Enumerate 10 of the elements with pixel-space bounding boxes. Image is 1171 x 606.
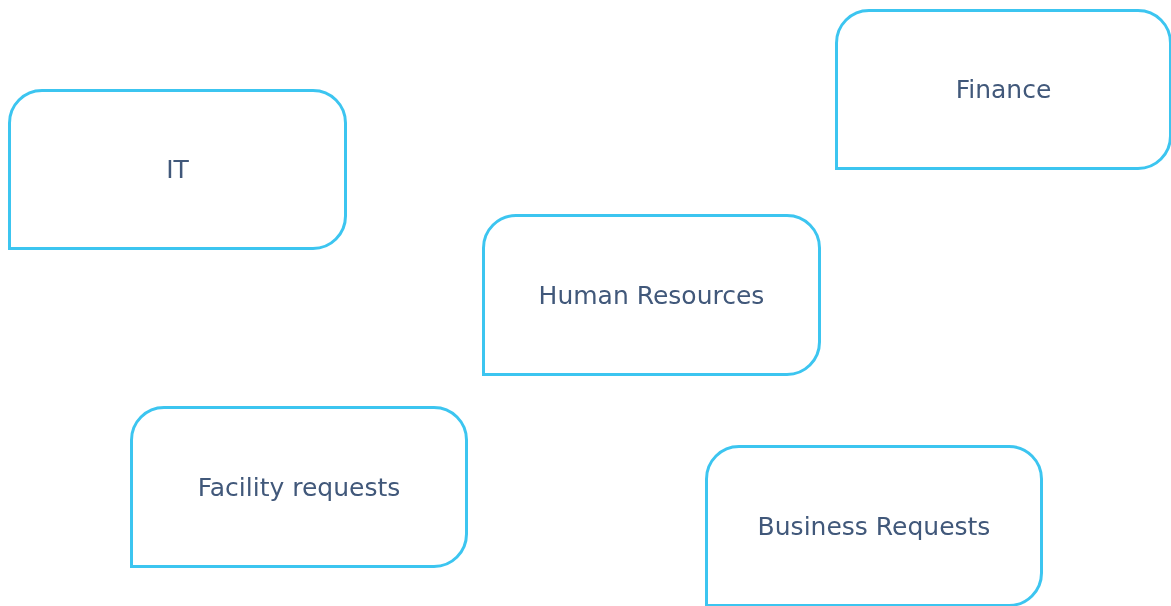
box-label: Finance [955,75,1052,104]
category-box [8,89,347,250]
box-label: Human Resources [538,280,765,310]
box-label: Facility requests [197,472,401,502]
category-box [835,9,1171,170]
category-box [705,445,1043,606]
box-label: Business Requests [757,511,991,541]
box-label: IT [166,155,189,184]
category-box [482,214,821,376]
category-box [130,406,468,568]
